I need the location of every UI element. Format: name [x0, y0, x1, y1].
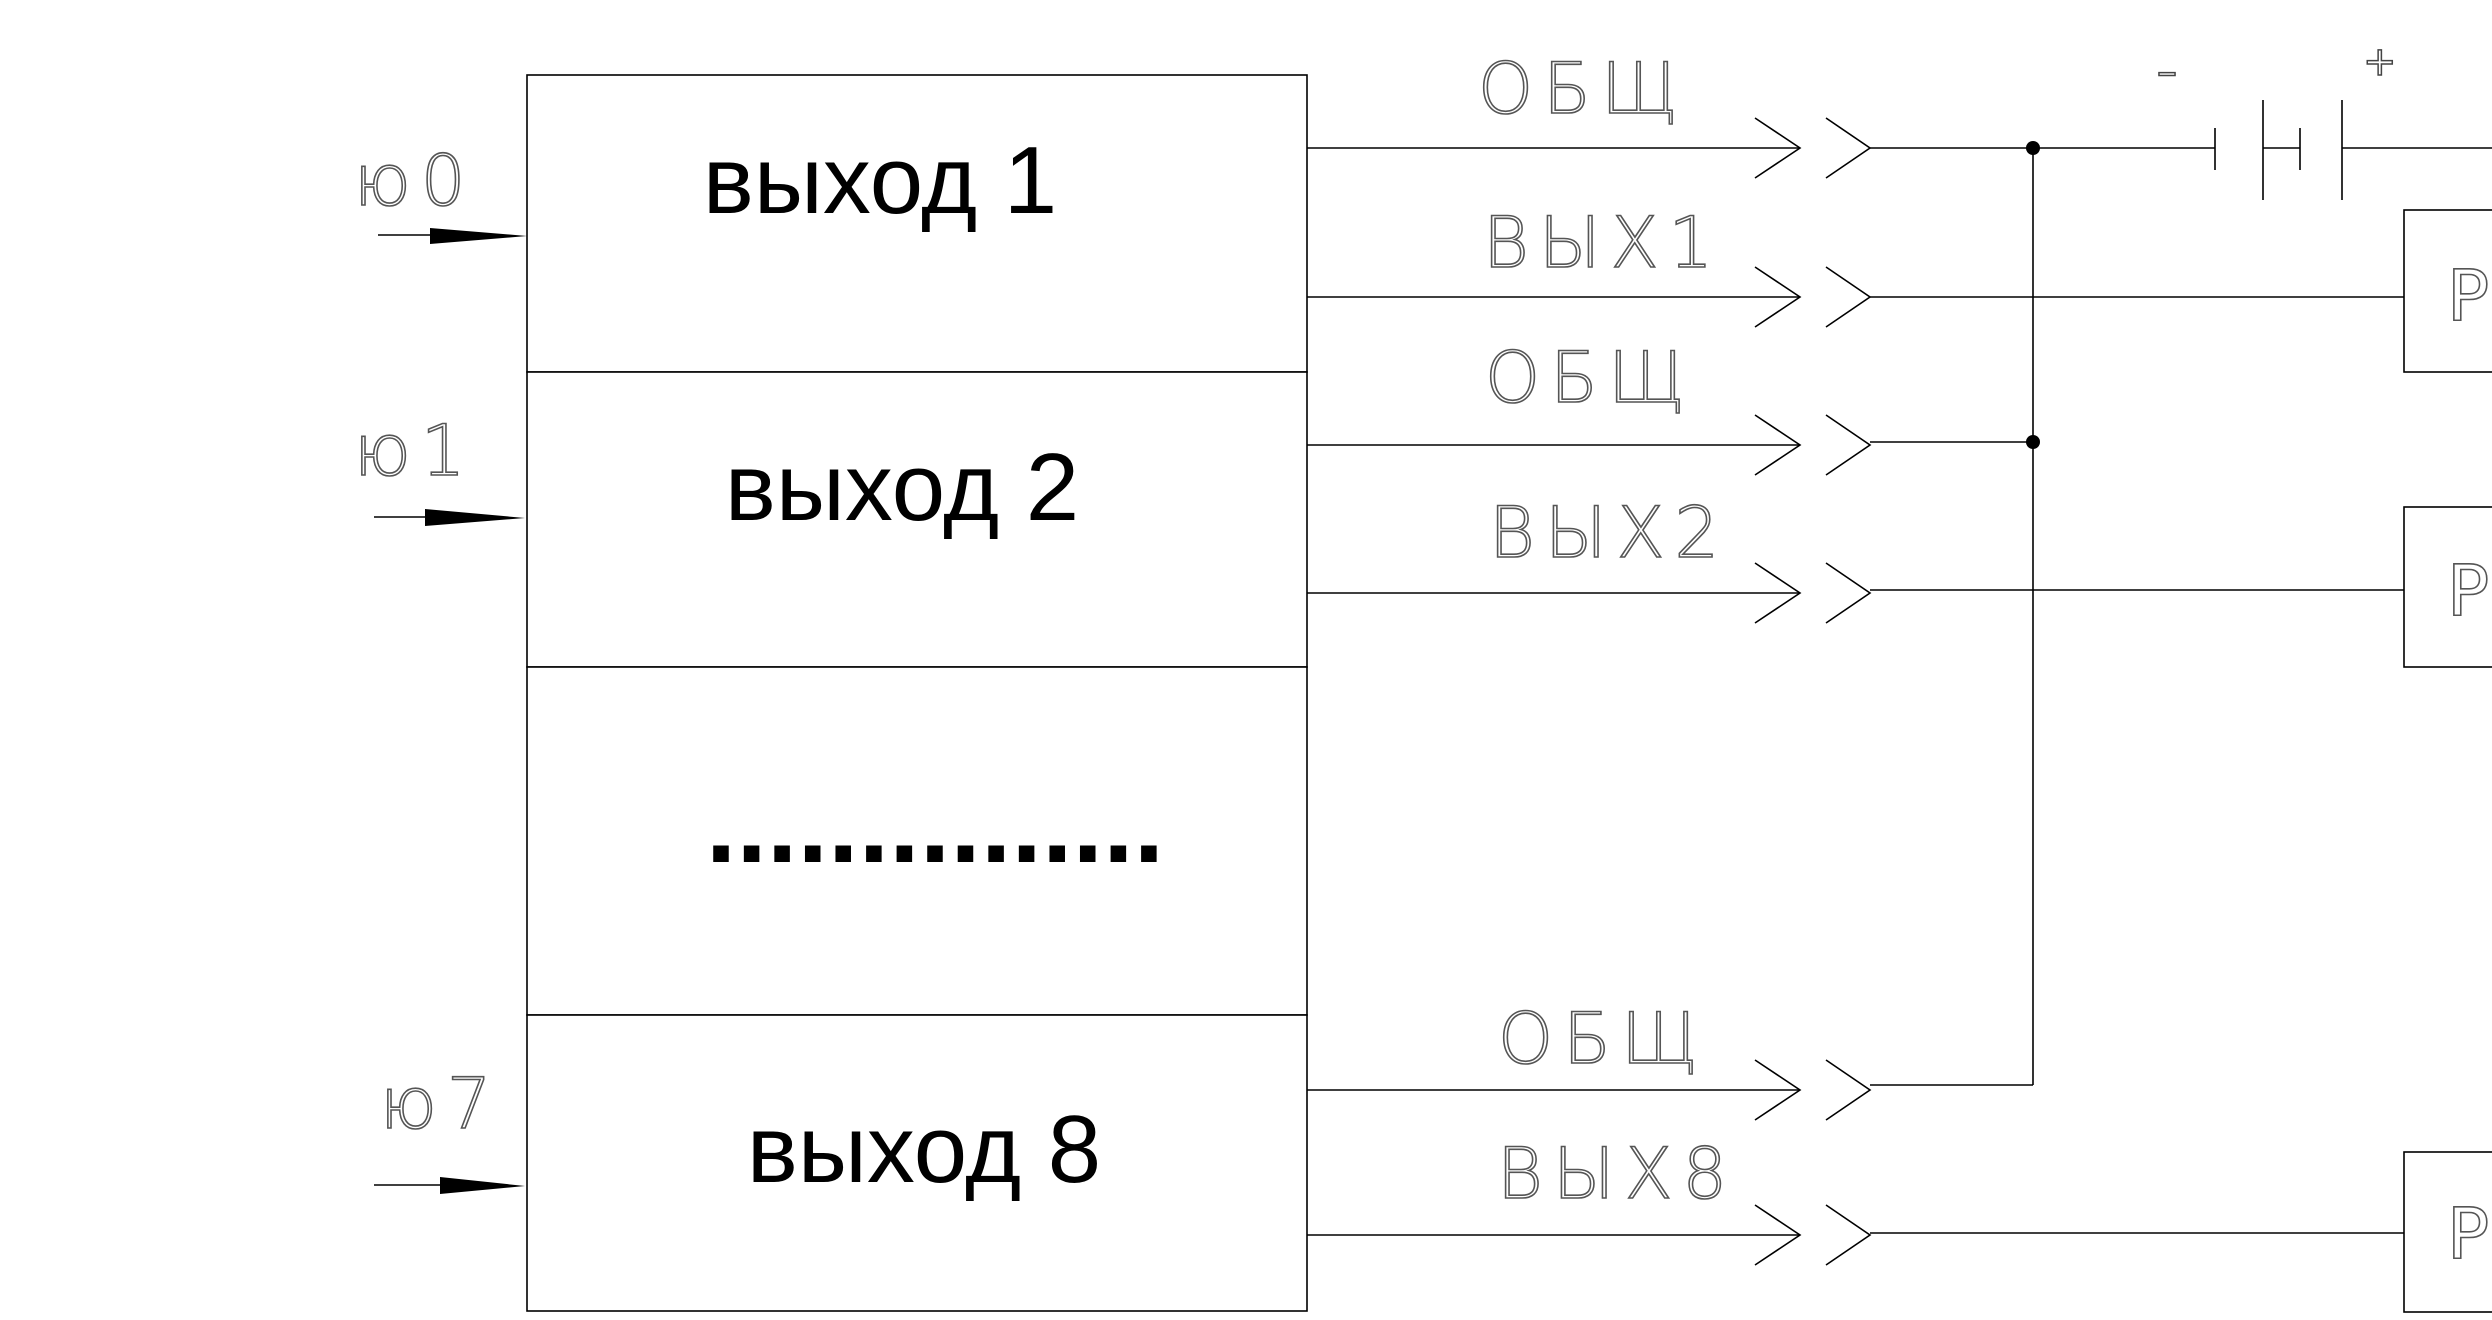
input-arrowhead-0 — [430, 228, 527, 244]
section-ellipsis-label: ............... — [706, 763, 1164, 886]
section-ellipsis-box — [526, 666, 1308, 1016]
plug-common-2-chevron-b — [1825, 414, 1872, 476]
output-module: выход 1 выход 2 ............... выход 8 — [526, 74, 1308, 1312]
relays: Р Р Р — [2403, 209, 2492, 1313]
plug-out-1-chevron-b — [1825, 266, 1872, 328]
battery-symbol: – + — [2156, 38, 2492, 200]
connector-label-out-8: ВЫХ8 — [1497, 1133, 1737, 1215]
section-output-1-box — [526, 74, 1308, 373]
plug-out-2-chevron-a — [1754, 562, 1802, 624]
connector-label-out-2: ВЫХ2 — [1489, 492, 1729, 574]
connector-label-common-2: ОБЩ — [1485, 337, 1695, 419]
input-arrowhead-1 — [425, 509, 525, 526]
plug-out-2-chevron-b — [1825, 562, 1872, 624]
relay-8-box — [2403, 1151, 2492, 1313]
common-bus — [2026, 141, 2040, 1085]
plug-common-2-chevron-a — [1754, 414, 1802, 476]
section-output-2-box — [526, 371, 1308, 668]
relay-2-label: Р — [2447, 550, 2489, 632]
junction-dot-2 — [2026, 435, 2040, 449]
battery-minus-label: – — [2157, 49, 2177, 95]
plug-common-1-chevron-a — [1754, 117, 1802, 179]
section-output-1-label: выход 1 — [703, 127, 1057, 234]
relay-2-box — [2403, 506, 2492, 668]
input-label-1: ю1 — [354, 410, 475, 492]
section-output-8-box — [526, 1014, 1308, 1312]
battery-plus-label: + — [2363, 39, 2397, 85]
plug-common-8-chevron-a — [1754, 1059, 1802, 1121]
section-output-8-label: выход 8 — [747, 1096, 1101, 1203]
input-arrows: ю0 ю1 ю7 — [353, 139, 527, 1194]
connector-labels: ОБЩ ВЫХ1 ОБЩ ВЫХ2 ОБЩ ВЫХ8 — [1477, 47, 1737, 1216]
connector-label-out-1: ВЫХ1 — [1483, 202, 1723, 284]
input-arrowhead-7 — [440, 1177, 525, 1194]
plug-out-1-chevron-a — [1754, 266, 1802, 328]
connector-label-common-1: ОБЩ — [1478, 48, 1688, 130]
input-label-0: ю0 — [354, 140, 475, 222]
input-label-7: ю7 — [380, 1063, 501, 1145]
junction-dot-1 — [2026, 141, 2040, 155]
plug-common-8-chevron-b — [1825, 1059, 1872, 1121]
connector-wires — [1307, 117, 2404, 1266]
plug-out-8-chevron-a — [1754, 1204, 1802, 1266]
plug-out-8-chevron-b — [1825, 1204, 1872, 1266]
connector-label-common-8: ОБЩ — [1498, 998, 1708, 1080]
section-output-2-label: выход 2 — [725, 434, 1079, 541]
plug-common-1-chevron-b — [1825, 117, 1872, 179]
relay-1-label: Р — [2447, 255, 2489, 337]
relay-1-box — [2403, 209, 2492, 373]
relay-8-label: Р — [2447, 1193, 2489, 1275]
